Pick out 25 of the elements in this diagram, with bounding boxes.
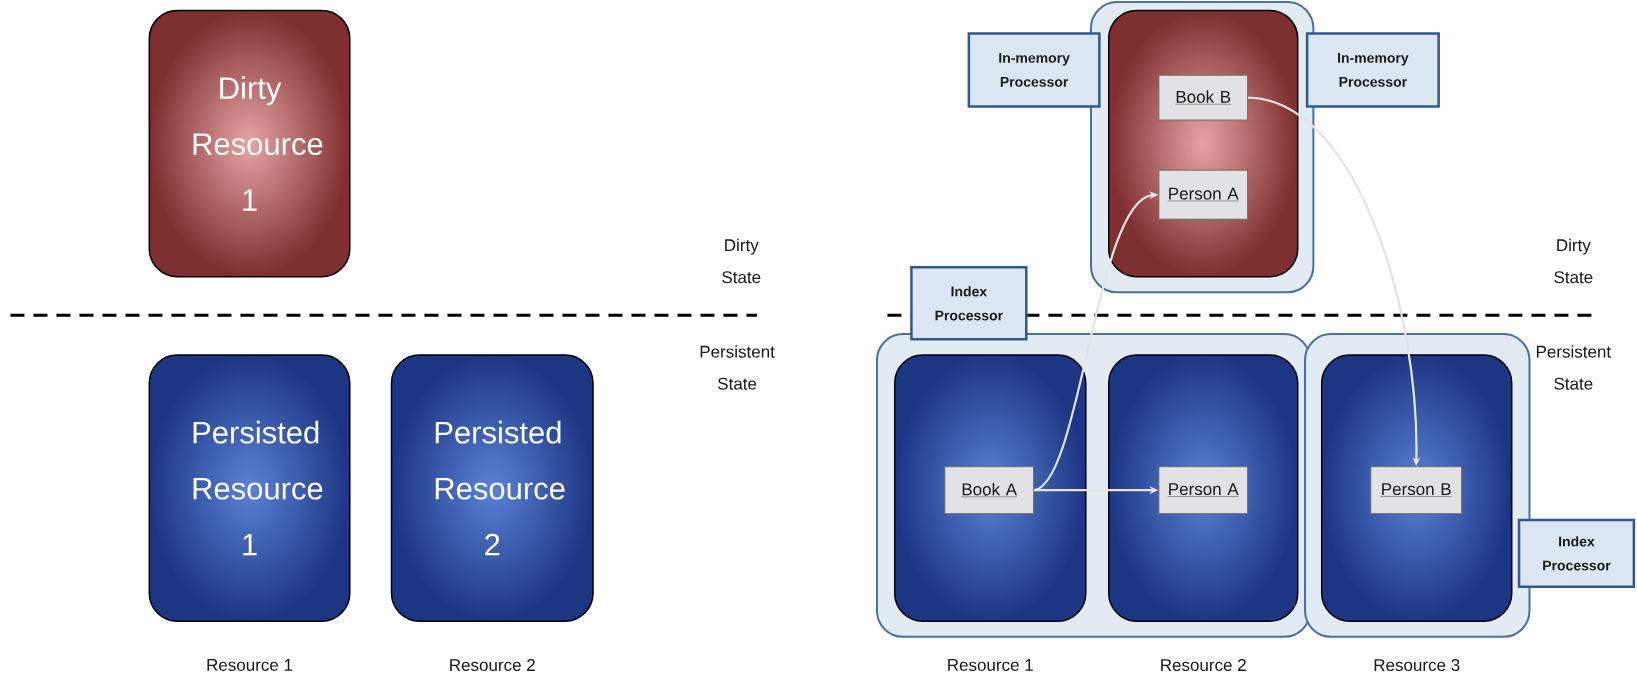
- resource-caption: Resource 3: [1374, 659, 1460, 672]
- processor-label-box: In-memory Processor: [1305, 32, 1440, 108]
- resource-box: Persisted Resource 1: [148, 354, 351, 622]
- state-label: Dirty State: [1554, 238, 1593, 284]
- resource-box: Dirty Resource 1: [148, 9, 351, 278]
- resource-box: [1108, 354, 1299, 622]
- state-label: Dirty State: [722, 238, 761, 284]
- resource-caption: Resource 1: [207, 659, 293, 671]
- state-label: Persistent State: [1536, 345, 1611, 390]
- entity-box: Person B: [1370, 466, 1463, 515]
- resource-caption: Resource 2: [1161, 659, 1246, 672]
- entity-box: Person A: [1158, 466, 1249, 515]
- resource-caption: Resource 1: [948, 659, 1033, 671]
- processor-label-box: Index Processor: [1517, 518, 1636, 588]
- resource-box: [894, 354, 1087, 622]
- resource-box: Persisted Resource 2: [390, 354, 594, 622]
- entity-box: Book B: [1158, 74, 1249, 121]
- resource-caption: Resource 2: [450, 659, 535, 672]
- processor-label-box: In-memory Processor: [967, 32, 1101, 108]
- entity-box: Book A: [944, 466, 1035, 515]
- entity-box: Person A: [1158, 169, 1249, 220]
- resource-box: [1108, 9, 1299, 278]
- processor-label-box: Index Processor: [910, 266, 1028, 341]
- resource-box: [1320, 354, 1513, 622]
- state-label: Persistent State: [700, 345, 775, 390]
